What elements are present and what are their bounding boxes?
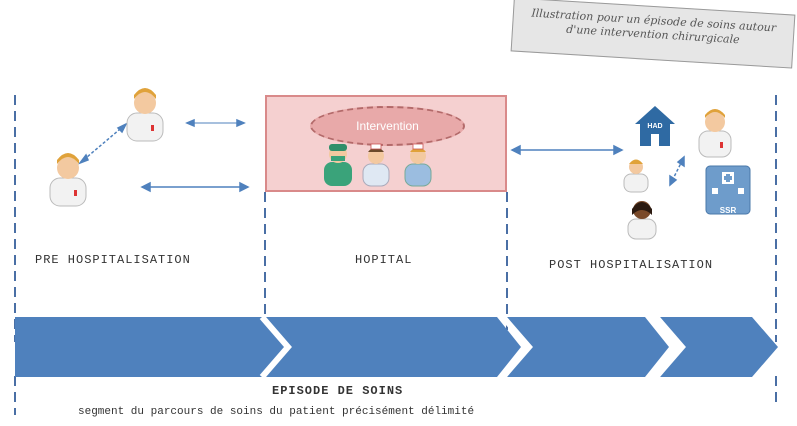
episode-chevron-bar: [15, 315, 778, 379]
chevron-segment-hopital: [266, 317, 521, 377]
zone-label-hopital: HOPITAL: [355, 253, 413, 267]
doctor-icon: [623, 159, 649, 193]
intervention-label: Intervention: [356, 119, 419, 133]
nurse-icon: [362, 143, 390, 187]
nurse-icon: [627, 201, 657, 240]
arrowhead: [77, 153, 89, 165]
zone-label-post: POST HOSPITALISATION: [549, 258, 714, 272]
pre-diagonal-arrow: [79, 123, 127, 164]
episode-title: EPISODE DE SOINS: [272, 384, 404, 398]
zone-label-pre: PRE HOSPITALISATION: [35, 253, 191, 267]
had-label: HAD: [647, 123, 663, 130]
ssr-label: SSR: [719, 206, 737, 215]
arrowhead: [116, 122, 128, 134]
episode-subtitle: segment du parcours de soins du patient …: [78, 406, 475, 418]
intervention-ellipse: Intervention: [310, 106, 465, 146]
doctor-icon: [698, 109, 732, 158]
chevron-segment-post-2: [660, 317, 778, 377]
surgeon-icon: [324, 144, 352, 186]
nurse-icon: [404, 143, 432, 187]
had-house-icon: [635, 106, 675, 146]
chevron-segment-post-1: [507, 317, 669, 377]
doctor-icon: [126, 88, 164, 142]
doctor-icon: [49, 153, 87, 207]
connector-arrows: [77, 118, 685, 193]
ssr-building-icon: [705, 165, 751, 215]
chevron-segment-pre: [15, 317, 290, 377]
